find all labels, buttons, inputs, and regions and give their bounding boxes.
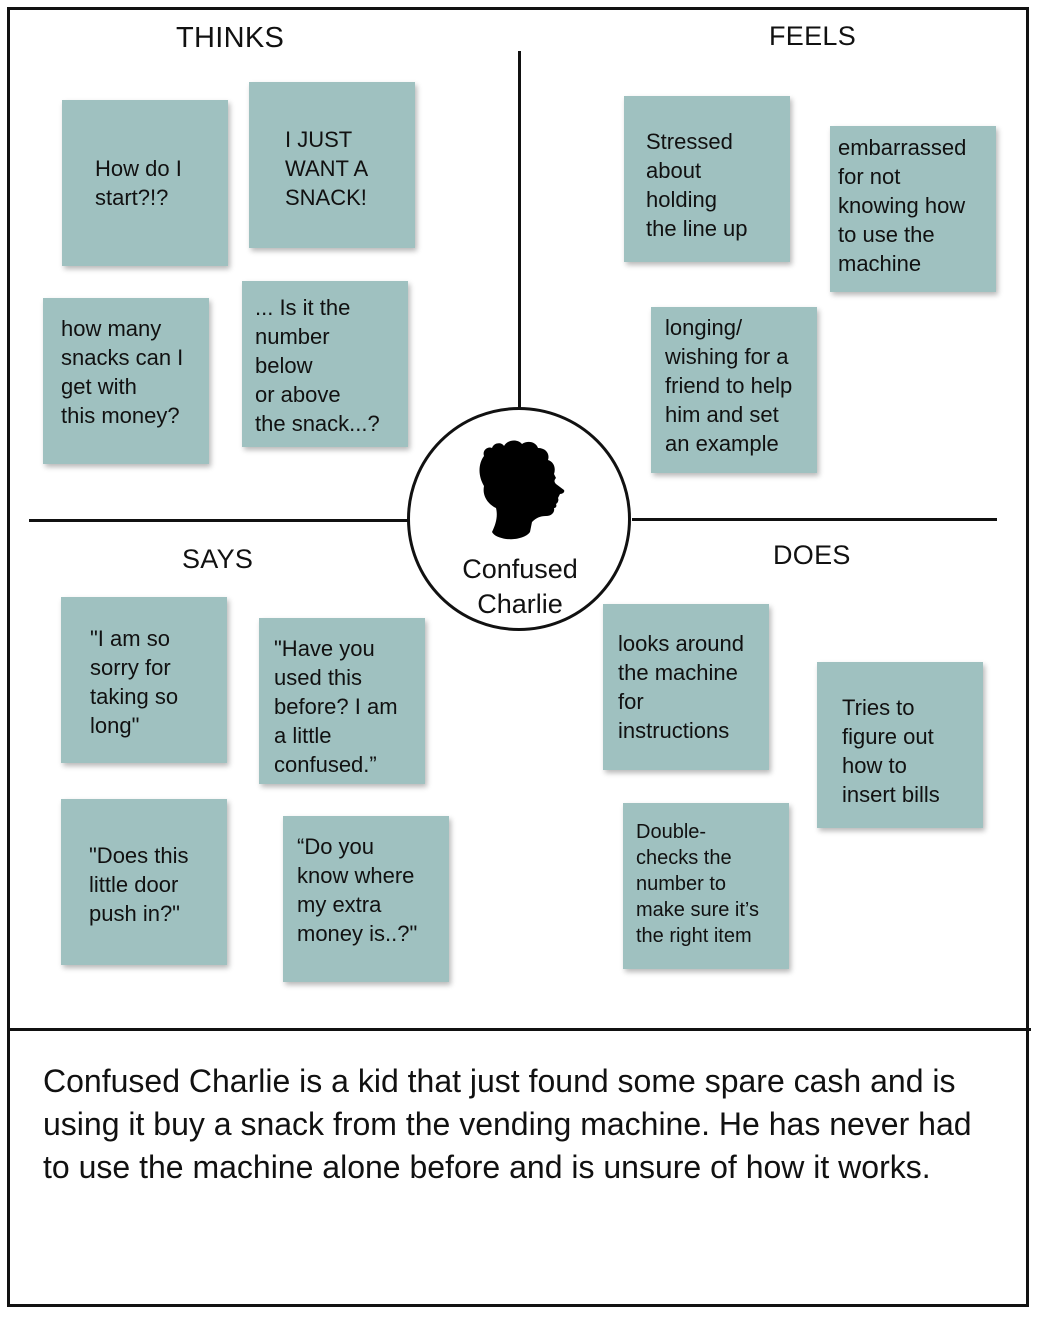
says-note: "I am so sorry for taking so long" [61, 597, 227, 763]
horizontal-axis-left [29, 519, 408, 522]
thinks-note: how many snacks can I get with this mone… [43, 298, 209, 464]
says-note: “Do you know where my extra money is..?" [283, 816, 449, 982]
thinks-label: THINKS [176, 22, 285, 54]
does-label: DOES [773, 540, 851, 570]
feels-note: longing/ wishing for a friend to help hi… [651, 307, 817, 473]
does-note: looks around the machine for instruction… [603, 604, 769, 770]
empathy-map-frame [7, 7, 1029, 1307]
thinks-note: ... Is it the number below or above the … [242, 281, 408, 447]
does-note: Tries to figure out how to insert bills [817, 662, 983, 828]
feels-label: FEELS [769, 21, 857, 51]
thinks-note: I JUST WANT A SNACK! [249, 82, 415, 248]
horizontal-axis-right [632, 518, 997, 521]
persona-name: Confused Charlie [462, 554, 578, 619]
thinks-note: How do I start?!? [62, 100, 228, 266]
does-note: Double- checks the number to make sure i… [623, 803, 789, 969]
description-divider [7, 1028, 1031, 1031]
feels-note: Stressed about holding the line up [624, 96, 790, 262]
vertical-axis [518, 51, 521, 409]
child-head-silhouette-icon [479, 440, 565, 540]
persona-description: Confused Charlie is a kid that just foun… [43, 1063, 972, 1185]
feels-note: embarrassed for not knowing how to use t… [830, 126, 996, 292]
says-note: "Have you used this before? I am a littl… [259, 618, 425, 784]
says-label: SAYS [182, 544, 254, 574]
says-note: "Does this little door push in?" [61, 799, 227, 965]
